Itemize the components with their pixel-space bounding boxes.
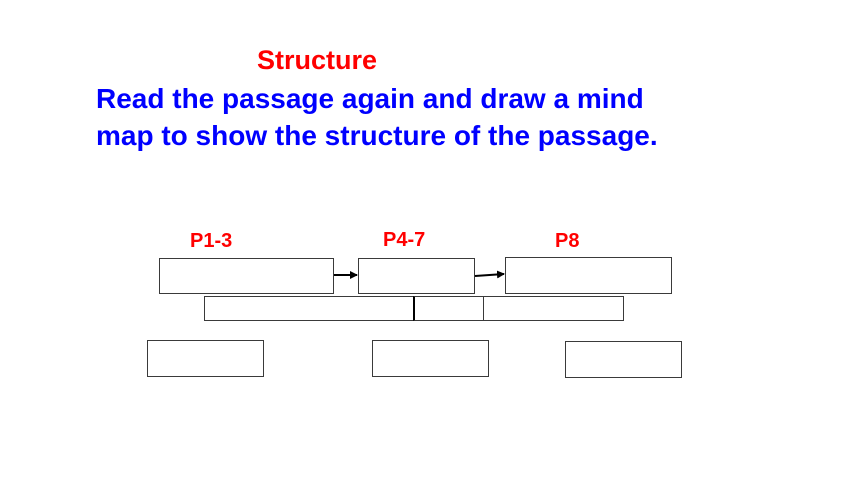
blank-detail-box-2[interactable] bbox=[372, 340, 489, 377]
instruction-text: Read the passage again and draw a mind m… bbox=[96, 80, 816, 154]
paragraph-label-p8: P8 bbox=[555, 230, 580, 252]
blank-box-p4-7[interactable] bbox=[358, 258, 475, 294]
blank-bar-segment-1[interactable] bbox=[204, 296, 415, 321]
slide-heading: Structure bbox=[257, 45, 378, 75]
blank-bar-segment-3[interactable] bbox=[483, 296, 624, 321]
instruction-line-1: Read the passage again and draw a mind bbox=[96, 83, 644, 114]
blank-detail-box-3[interactable] bbox=[565, 341, 682, 378]
blank-detail-box-1[interactable] bbox=[147, 340, 264, 377]
paragraph-label-p1-3: P1-3 bbox=[190, 230, 233, 252]
blank-bar-segment-2[interactable] bbox=[413, 296, 485, 321]
instruction-line-2: map to show the structure of the passage… bbox=[96, 120, 658, 151]
blank-box-p8[interactable] bbox=[505, 257, 672, 294]
blank-box-p1-3[interactable] bbox=[159, 258, 334, 294]
paragraph-label-p4-7: P4-7 bbox=[383, 229, 426, 251]
arrow-2-icon bbox=[474, 270, 505, 279]
